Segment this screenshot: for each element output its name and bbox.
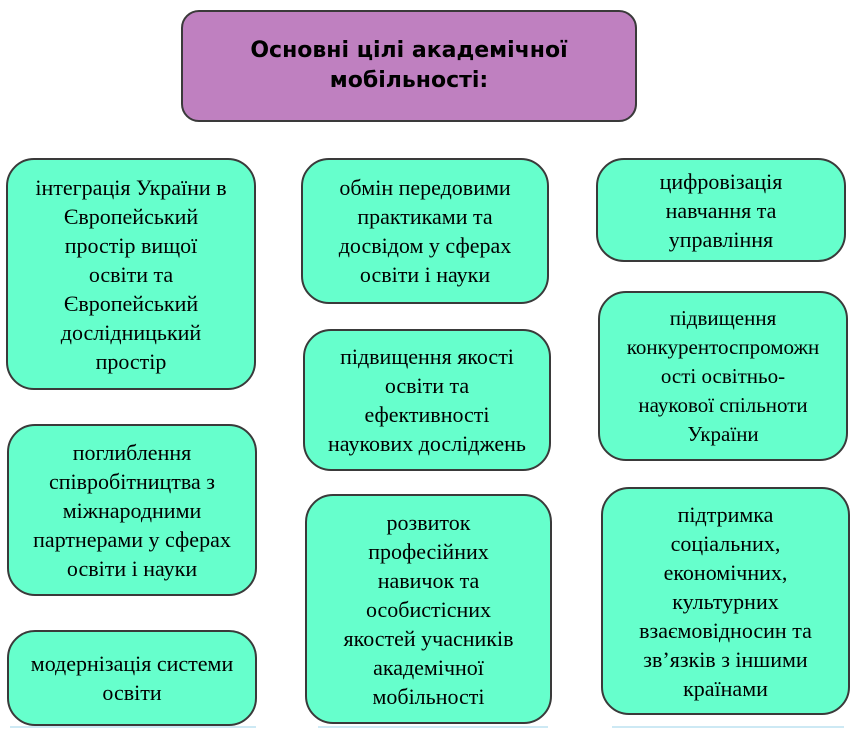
goal-box-best-practices: обмін передовими практиками та досвідом … <box>301 158 549 304</box>
goal-text: цифровізація навчання та управління <box>659 168 783 252</box>
bottom-divider <box>318 726 548 728</box>
goal-box-competitiveness: підвищення конкурентоспроможн ості освіт… <box>598 291 848 461</box>
goal-text: підвищення якості освіти та ефективності… <box>328 344 526 456</box>
bottom-divider <box>10 726 256 728</box>
goal-text: обмін передовими практиками та досвідом … <box>338 175 512 287</box>
bottom-divider <box>612 726 844 728</box>
goal-box-skills: розвиток професійних навичок та особисті… <box>305 494 552 724</box>
goal-box-quality: підвищення якості освіти та ефективності… <box>303 329 551 471</box>
goal-text: інтеграція України в Європейський прості… <box>35 174 227 374</box>
goal-box-cooperation: поглиблення співробітництва з міжнародни… <box>7 424 257 596</box>
goal-text: модернізація системи освіти <box>30 651 234 705</box>
goal-box-relations: підтримка соціальних, економічних, культ… <box>601 487 850 715</box>
goal-box-integration: інтеграція України в Європейський прості… <box>6 158 256 390</box>
title-box: Основні цілі академічної мобільності: <box>181 10 637 122</box>
goal-text: підтримка соціальних, економічних, культ… <box>639 501 812 701</box>
diagram-title: Основні цілі академічної мобільності: <box>250 38 568 93</box>
goal-box-modernization: модернізація системи освіти <box>7 630 257 726</box>
goal-text: розвиток професійних навичок та особисті… <box>343 509 514 709</box>
goal-text: поглиблення співробітництва з міжнародни… <box>33 439 231 581</box>
goal-box-digitalization: цифровізація навчання та управління <box>596 158 846 262</box>
goal-text: підвищення конкурентоспроможн ості освіт… <box>626 305 820 446</box>
